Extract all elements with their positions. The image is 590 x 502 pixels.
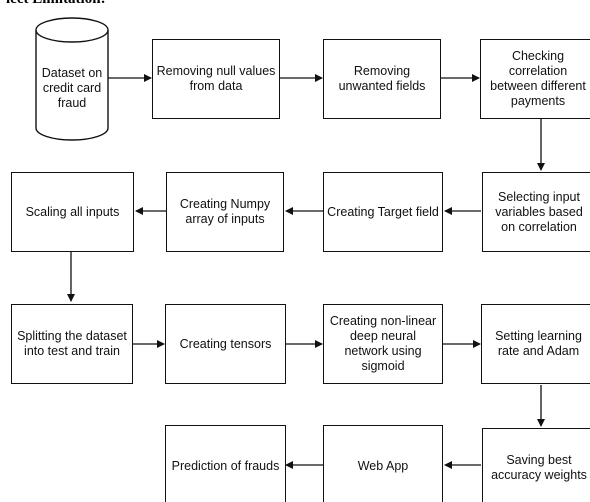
- step-setting-learning-rate: Setting learning rate and Adam: [481, 304, 590, 384]
- step-label: Selecting input variables based on corre…: [495, 189, 583, 234]
- step-label: Checking correlation between different p…: [490, 49, 586, 108]
- step-label: Scaling all inputs: [25, 204, 120, 219]
- step-label: Creating tensors: [179, 336, 272, 351]
- section-heading-fragment: lect Limitation:: [6, 0, 106, 8]
- step-creating-tensors: Creating tensors: [165, 304, 286, 384]
- step-prediction-of-frauds: Prediction of frauds: [165, 425, 286, 502]
- step-creating-numpy-array: Creating Numpy array of inputs: [166, 172, 284, 252]
- step-label: Creating Numpy array of inputs: [179, 197, 271, 226]
- step-label: Removing null values from data: [156, 64, 276, 93]
- step-web-app: Web App: [323, 425, 443, 502]
- dataset-cylinder: [35, 17, 109, 141]
- step-label: Web App: [357, 458, 409, 473]
- step-splitting-dataset: Splitting the dataset into test and trai…: [11, 304, 133, 384]
- step-removing-null-values: Removing null values from data: [152, 39, 280, 119]
- step-label: Creating Target field: [327, 204, 439, 219]
- step-label: Saving best accuracy weights: [491, 453, 587, 482]
- dataset-label: Dataset on credit card fraud: [41, 66, 103, 110]
- step-label: Setting learning rate and Adam: [495, 329, 582, 358]
- step-selecting-input-variables: Selecting input variables based on corre…: [482, 172, 590, 252]
- step-scaling-inputs: Scaling all inputs: [11, 172, 134, 252]
- step-creating-target-field: Creating Target field: [323, 172, 443, 252]
- step-label: Prediction of frauds: [171, 458, 280, 473]
- step-removing-unwanted-fields: Removing unwanted fields: [323, 39, 441, 119]
- step-checking-correlation: Checking correlation between different p…: [480, 39, 590, 119]
- step-saving-weights: Saving best accuracy weights: [482, 428, 590, 502]
- step-label: Creating non-linear deep neural network …: [329, 314, 437, 373]
- step-label: Removing unwanted fields: [338, 64, 426, 93]
- step-label: Splitting the dataset into test and trai…: [17, 329, 127, 358]
- step-creating-neural-network: Creating non-linear deep neural network …: [323, 304, 443, 384]
